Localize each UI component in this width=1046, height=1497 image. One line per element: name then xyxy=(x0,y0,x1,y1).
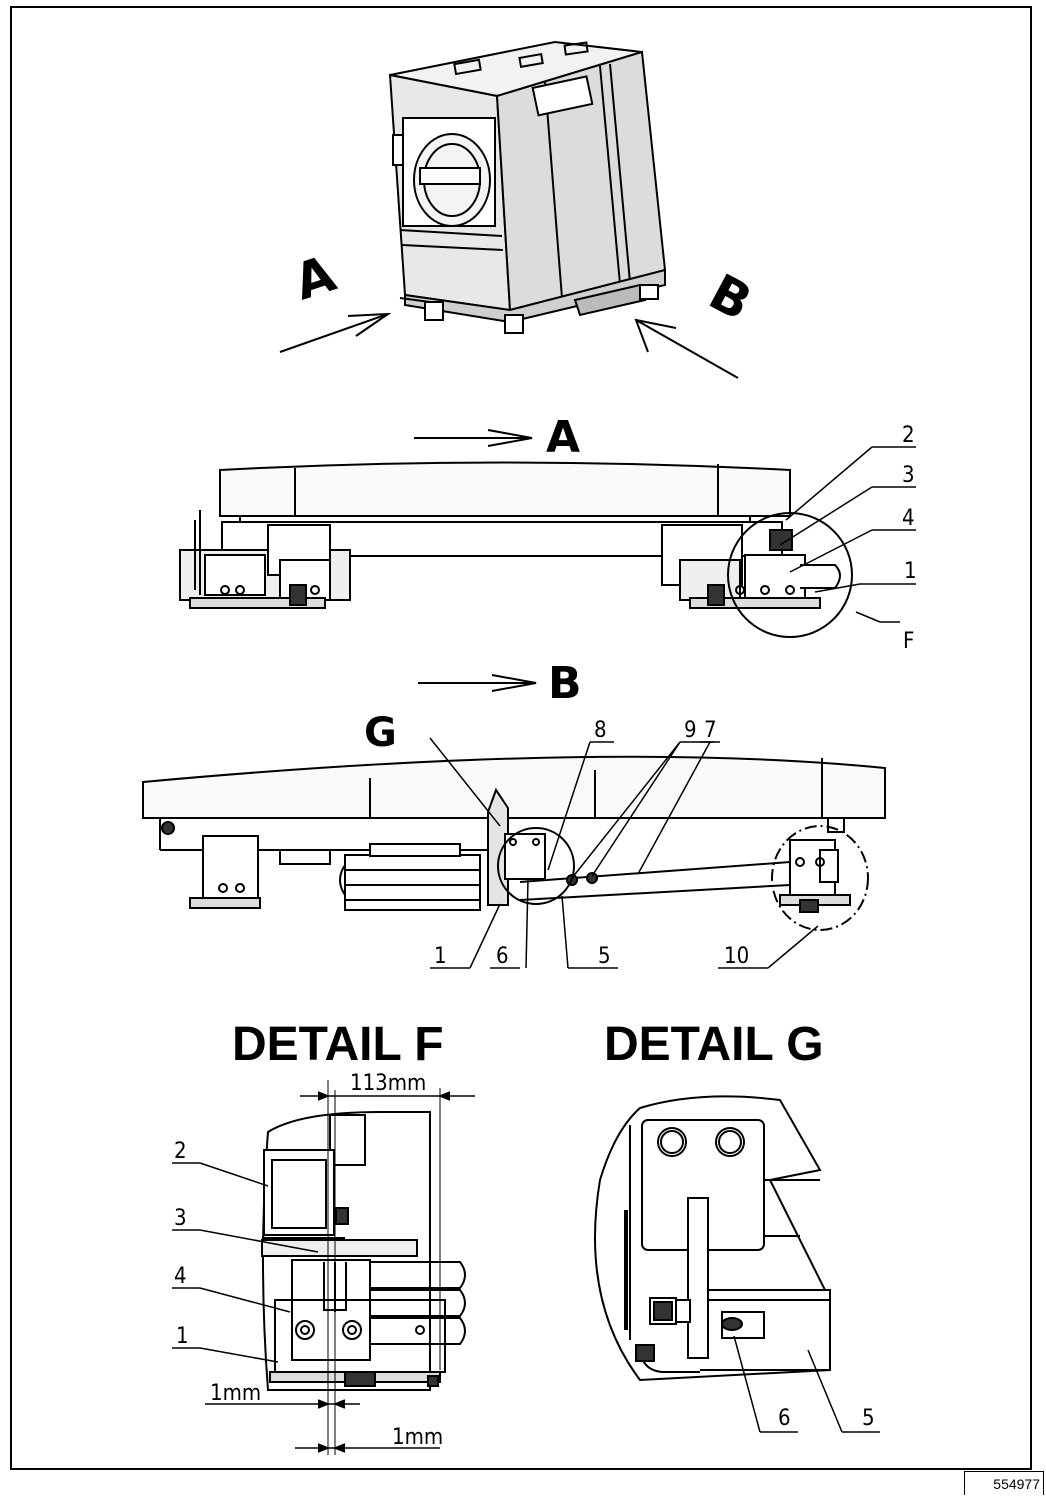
view-b-title: B xyxy=(548,658,582,709)
detail-g-title: DETAIL G xyxy=(604,1018,824,1071)
view-a-title: A xyxy=(546,412,580,463)
view-b-detail-ref-g: G xyxy=(364,710,397,756)
detail-f-dim-width: 113mm xyxy=(350,1071,426,1096)
detail-f-callout-3: 3 xyxy=(174,1206,187,1231)
detail-g-callout-6: 6 xyxy=(778,1406,791,1431)
view-a-leaders xyxy=(779,446,916,623)
document-number: 554977 xyxy=(964,1471,1044,1495)
view-a-callout-4: 4 xyxy=(902,506,915,531)
detail-f-circle xyxy=(727,512,853,638)
detail-f-dim-gap-lower: 1mm xyxy=(392,1425,443,1450)
detail-g-drawing xyxy=(594,1095,831,1382)
view-a-arrow xyxy=(414,429,533,447)
view-b-callout-6: 6 xyxy=(496,944,509,969)
detail-f-dimensions xyxy=(205,1091,475,1453)
detail-f-dim-gap-upper: 1mm xyxy=(210,1381,261,1406)
view-a-detail-ref-f: F xyxy=(903,629,914,654)
view-a-machine xyxy=(179,461,841,609)
iso-label-a: A xyxy=(288,244,343,311)
view-a-callout-3: 3 xyxy=(902,463,915,488)
view-b-callout-10: 10 xyxy=(724,944,749,969)
detail-g-leaders xyxy=(733,1335,880,1433)
isometric-machine xyxy=(388,40,667,334)
view-a-callout-2: 2 xyxy=(902,423,915,448)
view-b-callout-7: 7 xyxy=(704,718,717,743)
detail-f-callout-4: 4 xyxy=(174,1264,187,1289)
detail-10-ellipse xyxy=(771,825,869,931)
detail-g-callout-5: 5 xyxy=(862,1406,875,1431)
view-a-callout-1: 1 xyxy=(904,559,917,584)
detail-f-title: DETAIL F xyxy=(232,1018,444,1071)
view-b-callout-8: 8 xyxy=(594,718,607,743)
view-b-arrow xyxy=(418,674,537,692)
drawing-frame xyxy=(10,6,1032,1470)
iso-label-b: B xyxy=(700,263,761,332)
view-b-callout-1: 1 xyxy=(434,944,447,969)
view-b-callout-5: 5 xyxy=(598,944,611,969)
detail-f-drawing xyxy=(261,1080,466,1455)
view-b-leaders xyxy=(429,737,819,969)
view-arrow-b xyxy=(634,318,739,379)
detail-f-leaders xyxy=(172,1162,319,1363)
view-b-machine xyxy=(142,755,886,913)
detail-g-circle xyxy=(497,827,575,905)
detail-f-callout-1: 1 xyxy=(176,1324,189,1349)
view-b-callout-9: 9 xyxy=(684,718,697,743)
detail-f-callout-2: 2 xyxy=(174,1139,187,1164)
view-arrow-a xyxy=(279,312,392,353)
